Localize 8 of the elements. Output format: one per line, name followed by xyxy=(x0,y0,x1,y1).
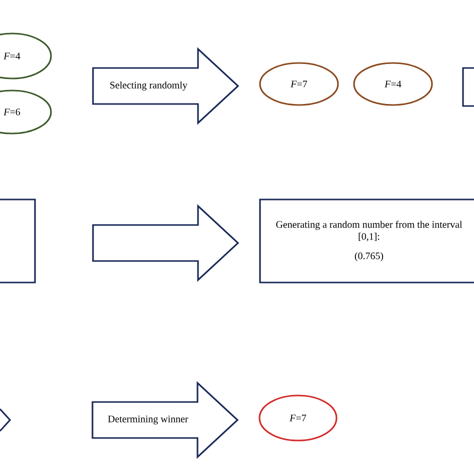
block-arrow xyxy=(92,381,239,459)
box xyxy=(462,67,474,107)
block-arrow xyxy=(92,47,240,125)
edge-label: Determining winner xyxy=(106,414,190,426)
edge-label: Selecting randomly xyxy=(108,80,188,92)
block-arrow xyxy=(92,204,240,282)
text-box: Generating a random number from the interval [0,1]: (0.765) xyxy=(259,198,474,284)
box xyxy=(0,198,36,284)
